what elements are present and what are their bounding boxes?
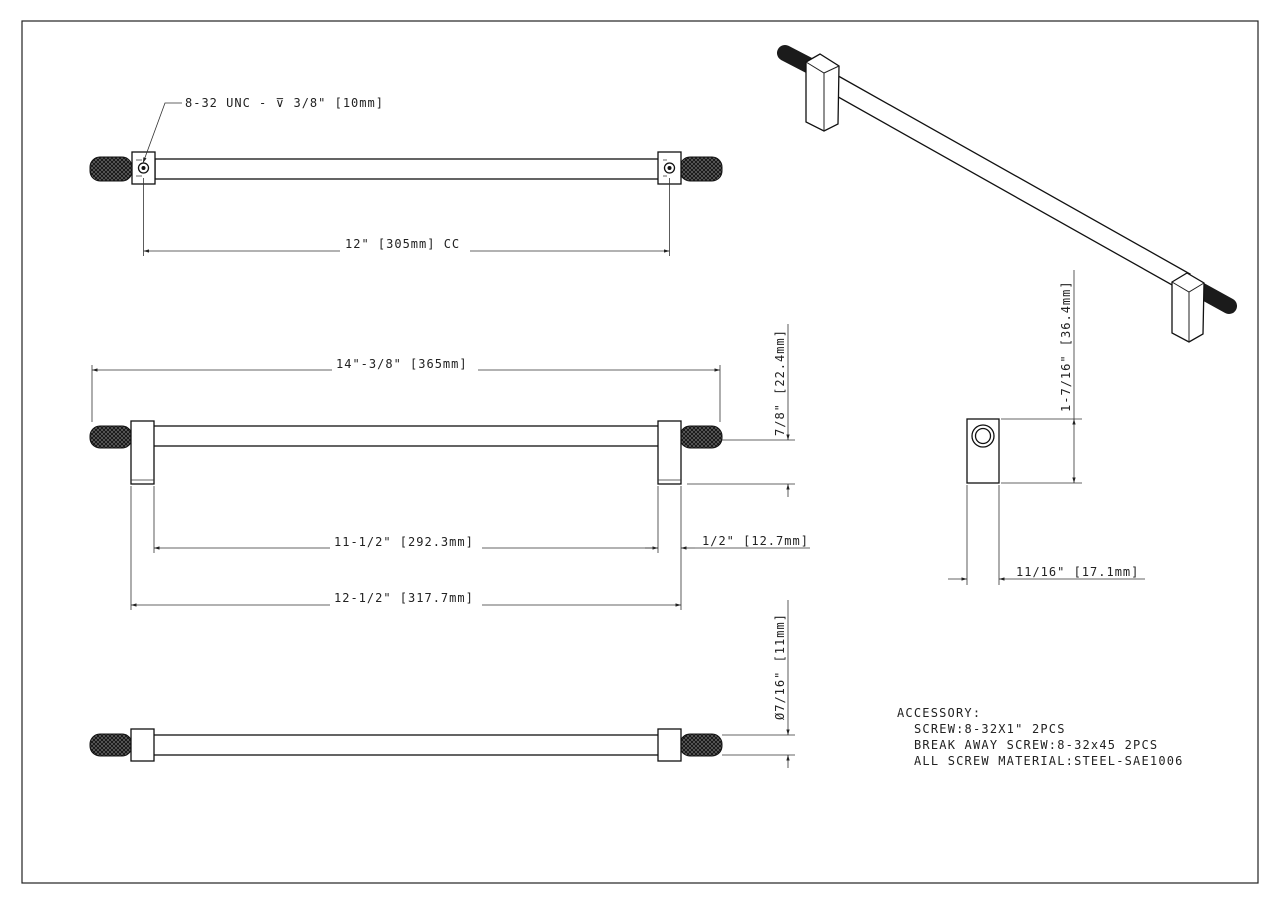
post-right-iso <box>1171 272 1205 343</box>
bottom-view: Ø7/16" [11mm] <box>89 600 795 768</box>
label-mask <box>332 356 478 372</box>
notes-line-2: BREAK AWAY SCREW:8-32x45 2PCS <box>914 738 1158 752</box>
cc-dimension-label: 12" [305mm] CC <box>345 237 460 251</box>
screw-hole-right-center <box>667 166 672 170</box>
post-detail <box>136 159 667 177</box>
side-width-label: 11/16" [17.1mm] <box>1016 565 1139 579</box>
notes-line-3: ALL SCREW MATERIAL:STEEL-SAE1006 <box>914 754 1184 768</box>
post-left-front <box>130 420 155 485</box>
knurled-end-right <box>679 425 723 449</box>
outer-span-label: 12-1/2" [317.7mm] <box>334 591 474 605</box>
label-mask <box>340 236 470 252</box>
isometric-view <box>777 45 1237 343</box>
thread-callout: 8-32 UNC - ⊽ 3/8" [10mm] <box>185 96 384 110</box>
bar-front <box>152 425 660 447</box>
bar-bottom <box>152 734 660 756</box>
post-right-front <box>657 420 682 485</box>
side-view: 1-7/16" [36.4mm] 11/16" [17.1mm] <box>948 270 1145 585</box>
post-right-bottom <box>657 728 682 762</box>
knurled-end-left <box>89 156 133 182</box>
knurled-end-right <box>1192 282 1237 314</box>
notes-line-1: SCREW:8-32X1" 2PCS <box>914 722 1066 736</box>
bar-top <box>154 158 660 180</box>
label-mask <box>330 590 482 606</box>
bar-iso <box>823 72 1191 291</box>
side-height-label: 1-7/16" [36.4mm] <box>1059 280 1073 412</box>
overall-length-label: 14"-3/8" [365mm] <box>336 357 468 371</box>
knurled-end-right <box>679 733 723 757</box>
post-left-iso <box>805 53 840 132</box>
post-width-label: 1/2" [12.7mm] <box>702 534 809 548</box>
inner-span-label: 11-1/2" [292.3mm] <box>334 535 474 549</box>
screw-hole-left-center <box>141 166 146 170</box>
front-view: 14"-3/8" [365mm] 7/8" [22.4mm] 11-1/2" [… <box>89 324 810 610</box>
accessory-notes: ACCESSORY: SCREW:8-32X1" 2PCS BREAK AWAY… <box>897 706 1184 768</box>
top-view: 8-32 UNC - ⊽ 3/8" [10mm] 12" [305mm] CC <box>89 96 723 256</box>
post-left-bottom <box>130 728 155 762</box>
post-height-label: 7/8" [22.4mm] <box>773 329 787 436</box>
drawing-border <box>21 20 1259 884</box>
label-mask <box>330 534 482 550</box>
knurled-end-left <box>89 425 133 449</box>
bar-diameter-label: Ø7/16" [11mm] <box>773 613 787 720</box>
thread-leader <box>142 102 182 164</box>
knurled-end-left <box>89 733 133 757</box>
bar-end-inner <box>974 427 992 445</box>
knurled-end-right <box>679 156 723 182</box>
notes-heading: ACCESSORY: <box>897 706 981 720</box>
